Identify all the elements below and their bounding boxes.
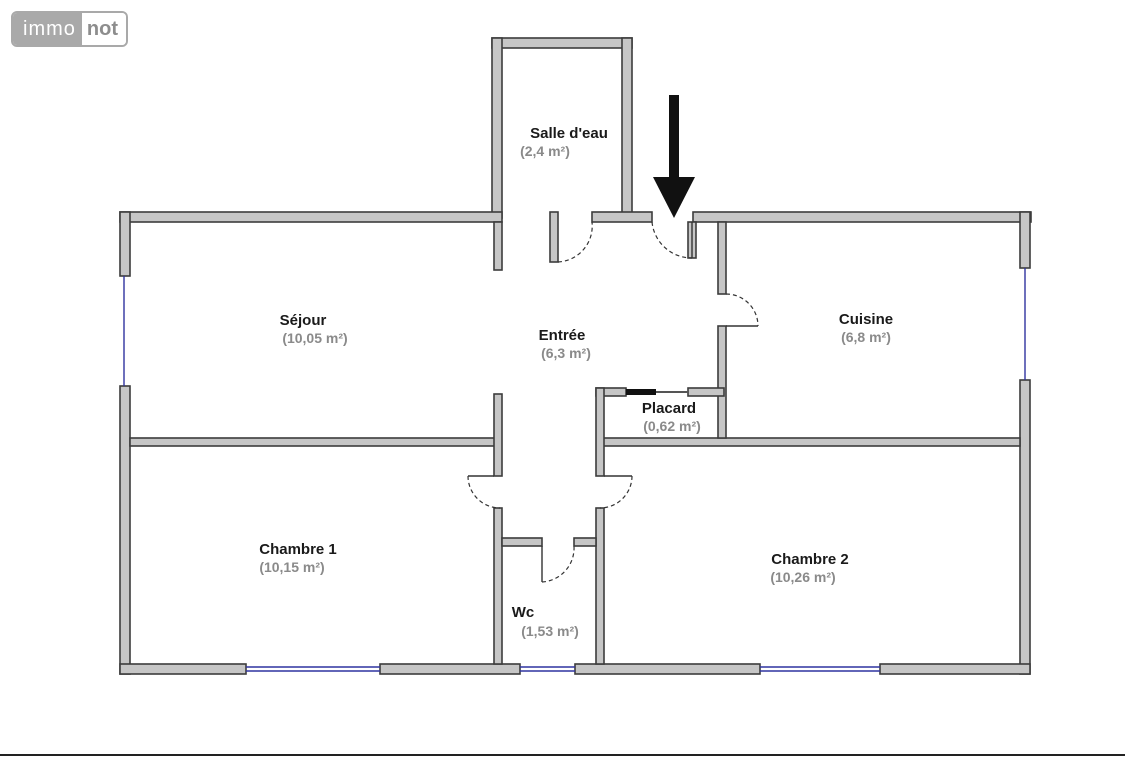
wall-placard-left: [595, 387, 605, 477]
wall-wc-top-left: [501, 537, 543, 547]
room-name-chambre-2: Chambre 2: [771, 551, 849, 568]
wall-bottom-1: [119, 663, 247, 675]
wall-salle-deau-top: [491, 37, 633, 49]
logo-text-immo: immo: [13, 13, 82, 45]
wall-placard-top-right: [687, 387, 725, 397]
room-area-sejour: (10,05 m²): [282, 330, 347, 346]
room-area-cuisine: (6,8 m²): [841, 329, 891, 345]
door-chambre2-swing: [599, 475, 633, 509]
room-name-chambre-1: Chambre 1: [259, 541, 337, 558]
wall-bottom-3: [574, 663, 761, 675]
room-area-placard: (0,62 m²): [643, 418, 701, 434]
room-area-chambre-2: (10,26 m²): [770, 569, 835, 585]
wall-entree-cuisine-upper: [717, 221, 727, 295]
wall-salle-deau-jamb: [549, 211, 559, 263]
room-name-salle-deau: Salle d'eau: [530, 125, 608, 142]
wall-bottom-2: [379, 663, 521, 675]
room-area-entree: (6,3 m²): [541, 345, 591, 361]
wall-wc-chambre2: [595, 507, 605, 665]
wall-salle-deau-right: [621, 37, 633, 219]
wall-entree-cuisine-lower: [717, 325, 727, 439]
windows: [123, 268, 1026, 672]
door-cuisine-swing: [725, 293, 759, 327]
wall-right-upper: [1019, 211, 1031, 269]
bottom-divider: [0, 754, 1125, 756]
doors: [467, 221, 759, 583]
walls: [119, 37, 1032, 675]
room-name-wc: Wc: [512, 604, 535, 621]
wall-left-lower: [119, 385, 131, 675]
wall-right-lower: [1019, 379, 1031, 675]
wall-sejour-chambre1: [129, 437, 501, 447]
room-name-sejour: Séjour: [280, 312, 327, 329]
wall-top-right: [692, 211, 1032, 223]
wall-bottom-4: [879, 663, 1031, 675]
room-area-salle-deau: (2,4 m²): [520, 143, 570, 159]
wall-top-left: [119, 211, 503, 223]
entrance-arrow-icon: [653, 95, 695, 218]
placard-sliding-door: [626, 389, 656, 395]
wall-sejour-entree-upper: [493, 221, 503, 271]
room-area-chambre-1: (10,15 m²): [259, 559, 324, 575]
wall-left-upper: [119, 211, 131, 277]
door-chambre1-swing: [467, 475, 501, 509]
wall-chambre1-wc: [493, 507, 503, 665]
wall-wc-top-right: [573, 537, 597, 547]
wall-sejour-entree-lower: [493, 393, 503, 477]
door-entry-swing: [651, 221, 693, 259]
door-salle-deau-swing: [557, 221, 593, 263]
wall-salle-deau-left: [491, 37, 503, 219]
room-name-entree: Entrée: [539, 327, 586, 344]
room-name-cuisine: Cuisine: [839, 311, 893, 328]
room-area-wc: (1,53 m²): [521, 623, 579, 639]
door-wc-swing: [541, 545, 575, 583]
room-name-placard: Placard: [642, 400, 696, 417]
wall-cuisine-chambre2: [597, 437, 1021, 447]
wall-top-mid: [591, 211, 653, 223]
immonot-logo: immo not: [11, 11, 128, 47]
room-labels: Salle d'eau (2,4 m²) Séjour (10,05 m²) E…: [259, 125, 893, 639]
logo-text-not: not: [81, 13, 126, 45]
